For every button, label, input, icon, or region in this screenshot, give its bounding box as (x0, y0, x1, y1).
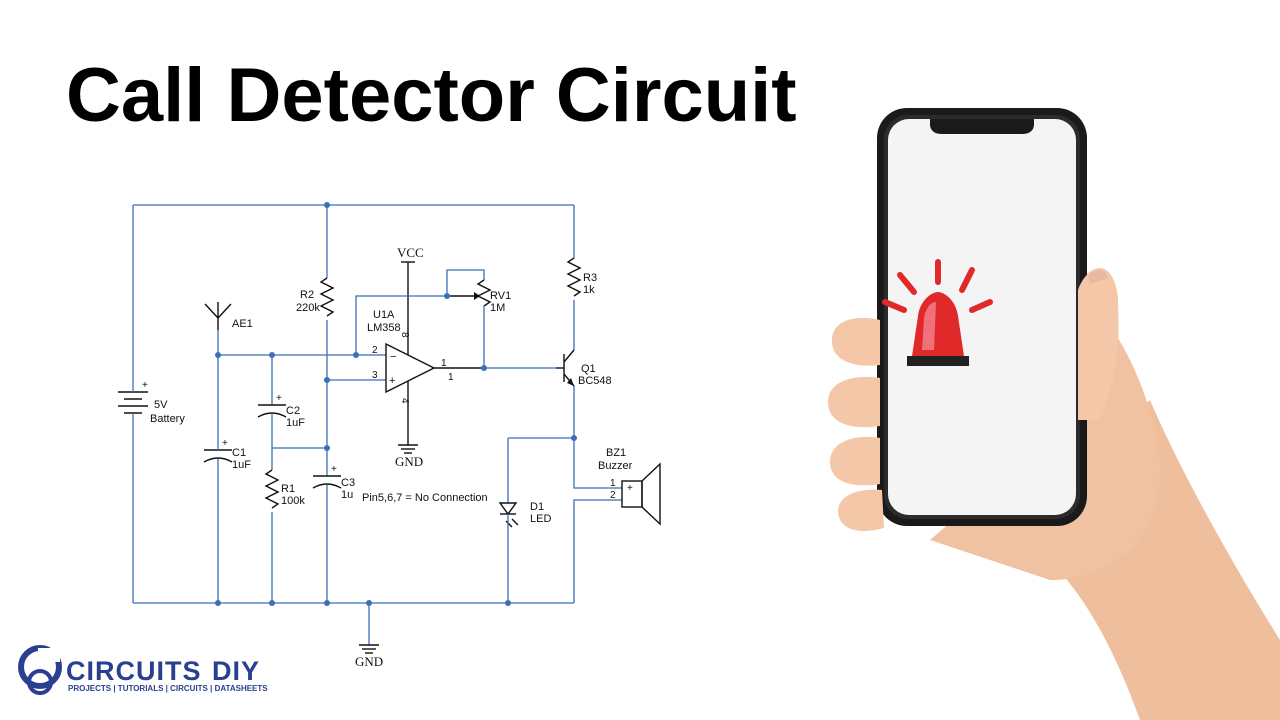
c2-value: 1uF (286, 417, 305, 429)
ground-symbol-opamp (398, 444, 418, 454)
vcc-symbol (401, 261, 415, 336)
logo-tagline: PROJECTS | TUTORIALS | CIRCUITS | DATASH… (68, 684, 268, 693)
antenna-symbol (204, 302, 232, 355)
capacitor-c1: + (203, 438, 233, 470)
opamp-minus: − (390, 351, 396, 363)
logo-name-left: CIRCUITS (66, 656, 202, 686)
smartphone (877, 108, 1087, 526)
ground-symbol-main (359, 644, 379, 654)
u1a-name: U1A (373, 309, 395, 321)
c2-plus: + (276, 393, 282, 404)
battery-plus: + (142, 380, 148, 391)
pin-8: 8 (399, 332, 410, 338)
c3-plus: + (331, 464, 337, 475)
pin-4: 4 (399, 398, 410, 404)
alarm-siren-icon (882, 259, 993, 366)
circuits-diy-logo: CIRCUITS DIY PROJECTS | TUTORIALS | CIRC… (18, 645, 268, 695)
r1-name: R1 (281, 483, 295, 495)
q1-value: BC548 (578, 375, 612, 387)
gnd-label-opamp: GND (395, 454, 423, 469)
buzzer-bz1: + (621, 462, 661, 526)
q1-name: Q1 (581, 363, 596, 375)
led-d1 (498, 502, 519, 528)
pin-3: 3 (372, 370, 378, 381)
c1-value: 1uF (232, 459, 251, 471)
r3-value: 1k (583, 284, 595, 296)
gnd-label-main: GND (355, 654, 383, 669)
battery-value: 5V (154, 399, 168, 411)
phone-notch (930, 119, 1034, 134)
c2-name: C2 (286, 405, 300, 417)
hand-holding-phone (828, 108, 1280, 720)
opamp-u1a: − + (356, 336, 484, 445)
buzzer-plus: + (627, 483, 633, 494)
capacitor-c3: + (312, 464, 342, 603)
pin-2: 2 (372, 345, 378, 356)
bz1-value: Buzzer (598, 460, 633, 472)
resistor-r2 (319, 277, 335, 317)
buzzer-pin1: 1 (610, 478, 616, 489)
rv1-value: 1M (490, 302, 505, 314)
d1-value: LED (530, 513, 551, 525)
u1a-value: LM358 (367, 322, 401, 334)
r2-name: R2 (300, 289, 314, 301)
c1-name: C1 (232, 447, 246, 459)
rv1-name: RV1 (490, 290, 511, 302)
logo-name-right: DIY (212, 656, 260, 686)
antenna-label: AE1 (232, 318, 253, 330)
page-title: Call Detector Circuit (66, 53, 797, 138)
battery-name: Battery (150, 413, 185, 425)
r2-value: 220k (296, 302, 320, 314)
pin-1a: 1 (441, 358, 447, 369)
opamp-plus: + (389, 375, 395, 387)
c1-plus: + (222, 438, 228, 449)
r1-value: 100k (281, 495, 305, 507)
no-connection-note: Pin5,6,7 = No Connection (362, 492, 488, 504)
capacitor-c2: + (257, 393, 287, 448)
resistor-r1 (264, 469, 280, 509)
circuit-schematic: + 5V Battery AE1 + C1 1uF (118, 202, 661, 669)
transistor-q1 (556, 349, 575, 387)
bz1-name: BZ1 (606, 447, 626, 459)
c3-value: 1u (341, 489, 353, 501)
battery-symbol: + (118, 380, 148, 422)
vcc-label: VCC (397, 245, 424, 260)
d1-name: D1 (530, 501, 544, 513)
buzzer-pin2: 2 (610, 490, 616, 501)
c3-name: C3 (341, 477, 355, 489)
resistor-r3 (566, 257, 582, 297)
potentiometer-rv1 (447, 279, 492, 307)
r3-name: R3 (583, 272, 597, 284)
pin-1b: 1 (448, 372, 454, 383)
